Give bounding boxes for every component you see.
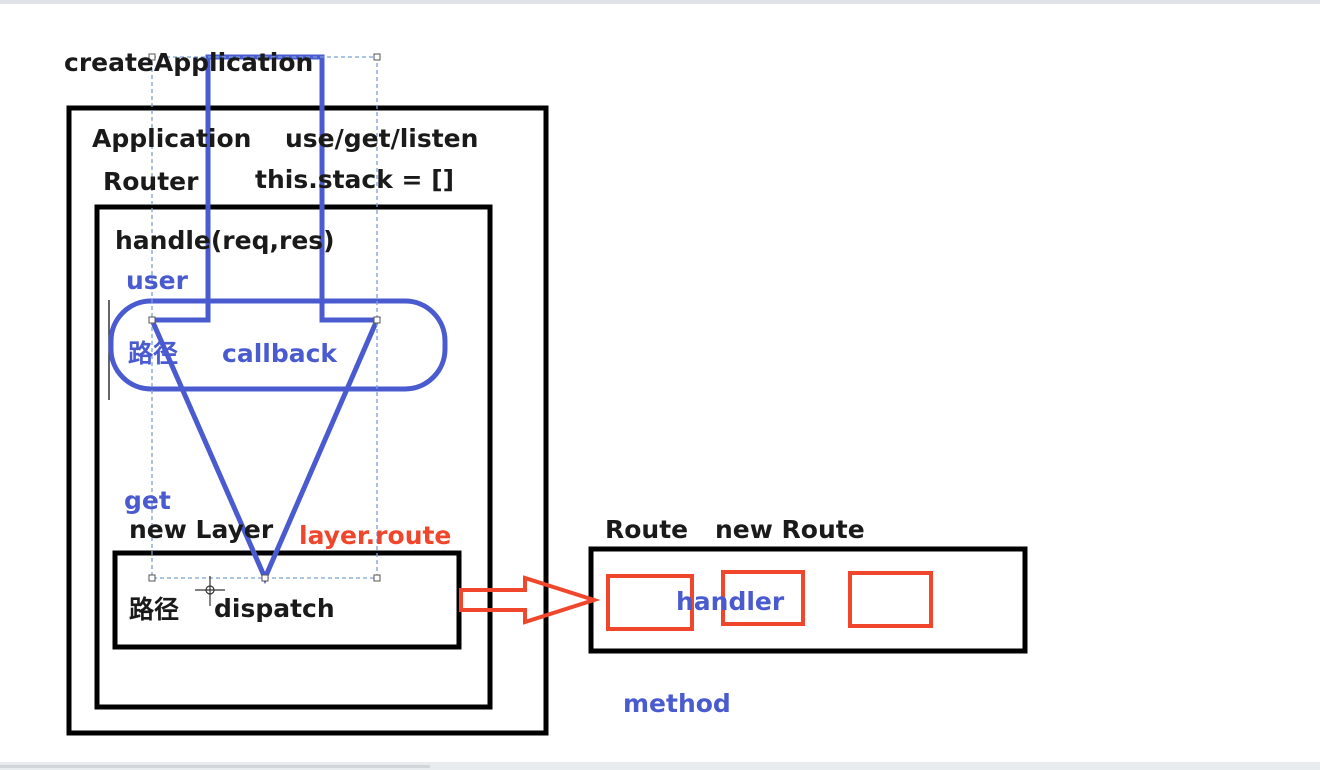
handler-box-3 xyxy=(848,571,933,628)
path-label-bottom: 路径 xyxy=(129,595,180,624)
router-box xyxy=(94,204,493,710)
method-label: method xyxy=(623,689,731,718)
user-label: user xyxy=(126,266,188,295)
right-arrow-shape xyxy=(459,575,601,625)
callback-label: callback xyxy=(222,339,338,368)
selection-handles xyxy=(148,53,381,582)
bottom-window-edge xyxy=(0,762,1320,770)
this-stack-label: this.stack = [] xyxy=(255,165,455,194)
application-box xyxy=(66,105,549,736)
router-label: Router xyxy=(103,167,199,196)
handler-box-2 xyxy=(721,570,805,626)
create-application-label: createApplication xyxy=(64,48,314,77)
path-label-top: 路径 xyxy=(128,339,179,368)
handle-label: handle(req,res) xyxy=(115,226,335,255)
dispatch-label: dispatch xyxy=(214,594,335,623)
top-window-edge xyxy=(0,0,1320,4)
new-route-label: new Route xyxy=(715,515,865,544)
down-arrow-shape xyxy=(148,54,381,585)
get-label: get xyxy=(124,486,171,515)
route-box xyxy=(588,546,1028,654)
layer-route-label: layer.route xyxy=(299,521,452,550)
new-layer-label: new Layer xyxy=(129,515,274,544)
route-label: Route xyxy=(605,515,689,544)
handler-box-1 xyxy=(606,574,694,631)
handler-label: handler xyxy=(676,587,785,616)
crosshair-cursor-icon xyxy=(195,576,225,606)
application-label: Application xyxy=(92,124,252,153)
use-get-listen-label: use/get/listen xyxy=(285,124,479,153)
user-layer-pill xyxy=(108,298,448,392)
